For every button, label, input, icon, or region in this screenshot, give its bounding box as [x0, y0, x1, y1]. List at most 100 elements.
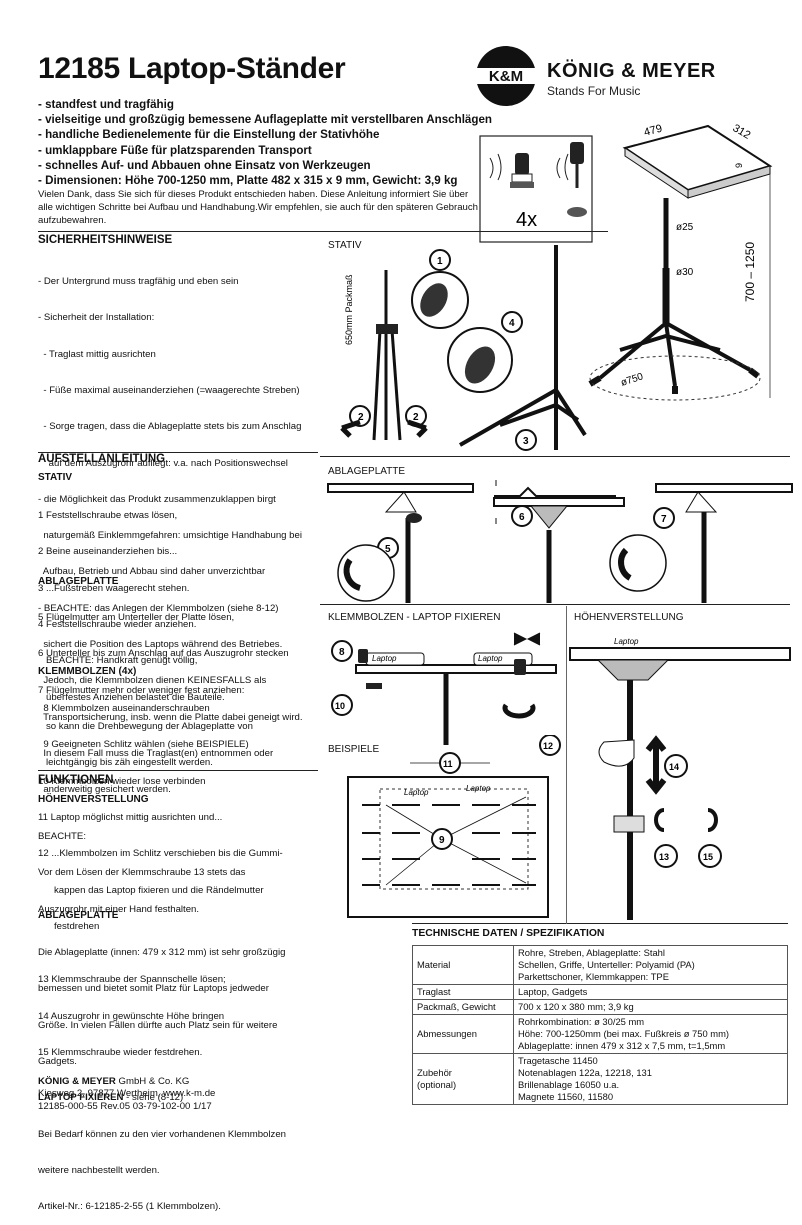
divider [320, 604, 790, 605]
text-line: Vor dem Lösen der Klemmschraube 13 stets… [38, 867, 246, 879]
safety-line: - die Möglichkeit das Produkt zusammenzu… [38, 493, 276, 505]
safety-heading: SICHERHEITSHINWEISE [38, 234, 173, 246]
functions-heading: FUNKTIONEN [38, 774, 114, 786]
step-number: 4 [509, 318, 515, 329]
table-row: Material Rohre, Streben, Ablageplatte: S… [412, 945, 788, 985]
spec-heading: TECHNISCHE DATEN / SPEZIFIKATION [412, 928, 605, 939]
safety-line: - Füße maximal auseinanderziehen (=waage… [38, 385, 300, 397]
spec-label: Abmessungen [412, 1014, 514, 1054]
step-line: 6 Unterteller bis zum Anschlag auf das A… [38, 648, 289, 660]
examples-drawing: 12 11 Laptop Laptop 9 [347, 735, 561, 918]
stand-overview-drawing: 4x 479 312 9 ø25 ø30 ø750 700 – 1250 [479, 122, 773, 401]
safety-line: - BEACHTE: das Anlegen der Klemmbolzen (… [38, 602, 279, 614]
height-heading: HÖHENVERSTELLUNG [38, 794, 149, 805]
step-line: 4 Feststellschraube wieder anziehen. [38, 619, 197, 631]
text-line: 15 Klemmschraube wieder festdrehen. [38, 1046, 203, 1058]
step-number: 6 [519, 512, 525, 523]
svg-text:650mm Packmaß: 650mm Packmaß [344, 274, 354, 345]
svg-text:9: 9 [734, 163, 744, 168]
feature-item: - standfest und tragfähig [38, 98, 174, 111]
figure-caption-stativ: STATIV [328, 240, 362, 251]
plate-func-text: Die Ablageplatte (innen: 479 x 312 mm) i… [38, 923, 338, 1225]
svg-text:Laptop: Laptop [478, 654, 503, 663]
step-number: 14 [669, 762, 679, 772]
step-line: leichtgängig bis zäh eingestellt werden. [38, 757, 213, 769]
spec-label: Packmaß, Gewicht [412, 999, 514, 1015]
plate-drawing: 5 6 7 [327, 480, 793, 603]
footer-doc-number: 12185-000-55 Rev.05 03-79-102-00 1/17 [38, 1100, 212, 1112]
bolt-sketch-frame [479, 135, 593, 243]
step-line: 2 Beine auseinanderziehen bis... [38, 546, 178, 558]
km-logo-icon: K&M [474, 46, 538, 106]
step-number: 2 [358, 412, 364, 423]
text-line: weitere nachbestellt werden. [38, 1164, 160, 1176]
step-number: 12 [543, 741, 553, 751]
logo-abbr: K&M [489, 68, 523, 85]
footer: KÖNIG & MEYER GmbH & Co. KG Kiesweg 2, 9… [38, 1076, 215, 1113]
step-line: 7 Flügelmutter mehr oder weniger fest an… [38, 684, 245, 696]
divider [320, 456, 790, 457]
svg-text:ø25: ø25 [676, 222, 694, 233]
step-line: überfestes Anziehen belastet die Bauteil… [38, 691, 225, 703]
spec-value: Laptop, Gadgets [513, 984, 788, 1000]
footer-company: KÖNIG & MEYER GmbH & Co. KG [38, 1076, 190, 1087]
step-line: 12 ...Klemmbolzen im Schlitz verschieben… [38, 848, 283, 860]
step-line: 5 Flügelmutter am Unterteller der Platte… [38, 612, 235, 624]
bolts-steps: 8 Klemmbolzen auseinanderschrauben 9 Gee… [38, 679, 328, 945]
safety-line: anderweitig gesichert werden. [38, 784, 171, 796]
spec-value: 700 x 120 x 380 mm; 3,9 kg [513, 999, 788, 1015]
svg-text:Laptop: Laptop [614, 637, 639, 646]
page-title: 12185 Laptop-Ständer [38, 52, 346, 85]
step-number: 9 [439, 835, 445, 846]
step-number: 1 [437, 256, 443, 267]
feature-item: - schnelles Auf- und Abbauen ohne Einsat… [38, 158, 371, 172]
svg-text:Laptop: Laptop [466, 784, 491, 793]
qty-label: 4x [516, 209, 537, 231]
stativ-drawing: 650mm Packmaß 2 2 1 4 3 [340, 245, 587, 451]
step-number: 13 [659, 852, 669, 862]
svg-text:ø30: ø30 [676, 267, 694, 278]
intro-text: Vielen Dank, dass Sie sich für dieses Pr… [38, 189, 478, 227]
step-number: 11 [443, 759, 453, 769]
step-number: 5 [385, 544, 391, 555]
stativ-steps: 1 Feststellschraube etwas lösen, 2 Beine… [38, 486, 318, 716]
table-row: Packmaß, Gewicht 700 x 120 x 380 mm; 3,9… [412, 999, 788, 1015]
text-line: 14 Auszugrohr in gewünschte Höhe bringen [38, 1010, 225, 1022]
step-number: 15 [703, 852, 713, 862]
safety-line: sichert die Position des Laptops während… [38, 639, 283, 650]
text-line: Die Ablageplatte (innen: 479 x 312 mm) i… [38, 947, 286, 959]
feature-list: - standfest und tragfähig - vielseitige … [38, 97, 492, 188]
plate-func-heading: ABLAGEPLATTE [38, 910, 119, 921]
text-line: BEACHTE: [38, 831, 86, 843]
feature-item: - vielseitige und großzügig bemessene Au… [38, 113, 492, 127]
step-number: 7 [661, 514, 667, 525]
divider [38, 452, 318, 453]
spec-label: Traglast [412, 984, 514, 1000]
plate-heading: ABLAGEPLATTE [38, 576, 119, 587]
bolts-heading: KLEMMBOLZEN (4x) [38, 666, 137, 677]
spec-table: Material Rohre, Streben, Ablageplatte: S… [412, 945, 788, 1105]
bolts-drawing: 8 10 Laptop Laptop [331, 632, 557, 745]
safety-line: - Sorge tragen, dass die Ablageplatte st… [38, 421, 302, 433]
svg-text:Laptop: Laptop [404, 788, 429, 797]
step-number: 2 [413, 412, 419, 423]
svg-text:ø750: ø750 [620, 371, 645, 389]
feature-item: - handliche Bedienelemente für die Einst… [38, 128, 380, 142]
step-line: festdrehen [38, 920, 100, 932]
step-line: 8 Klemmbolzen auseinanderschrauben [38, 703, 210, 715]
height-text: BEACHTE: Vor dem Lösen der Klemmschraube… [38, 807, 328, 1071]
brand-tagline: Stands For Music [547, 84, 641, 98]
safety-line: In diesem Fall muss die Traglast(en) ent… [38, 747, 274, 759]
step-number: 3 [523, 436, 529, 447]
safety-line: Aufbau, Betrieb und Abbau sind daher unv… [38, 566, 266, 578]
text-line: Größe. In vielen Fällen dürfte auch Plat… [38, 1019, 278, 1031]
text-line: bemessen und bietet somit Platz für Lapt… [38, 983, 269, 995]
text-line: 13 Klemmschraube der Spannschelle lösen; [38, 974, 226, 986]
safety-line: - Traglast mittig ausrichten [38, 348, 156, 360]
divider [38, 231, 608, 232]
table-row: Traglast Laptop, Gadgets [412, 984, 788, 1000]
